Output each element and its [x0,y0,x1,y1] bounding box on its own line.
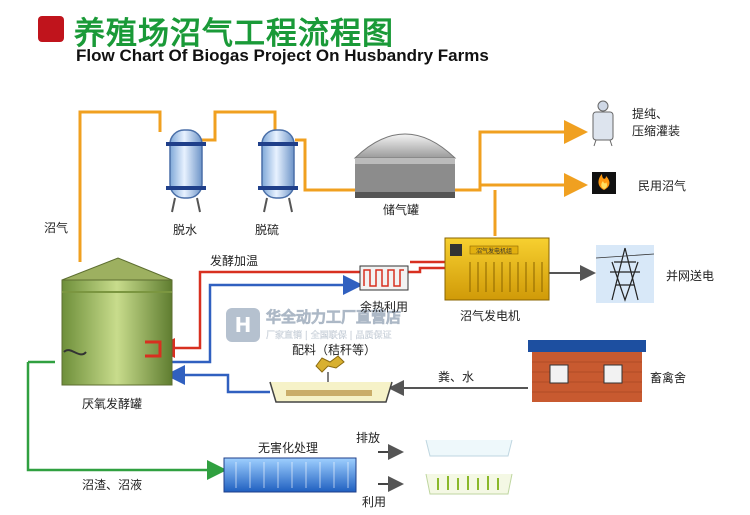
barn-building [528,340,646,402]
heat-exchanger [359,265,409,291]
flame-icon [592,172,616,194]
label-heating: 发酵加温 [210,253,258,268]
desulfur-column [258,129,298,213]
title-block: 养殖场沼气工程流程图 Flow Chart Of Biogas Project … [0,0,750,80]
power-tower-icon [595,245,655,303]
label-barn: 畜禽舍 [650,370,686,385]
watermark-brand: 华全动力工厂直营店 [266,308,401,326]
dewater-column [166,129,206,213]
page-title: 养殖场沼气工程流程图 [74,16,394,52]
label-discharge: 排放 [356,430,380,445]
label-desulfur: 脱硫 [255,222,279,237]
discharge-tray [425,439,513,457]
page-subtitle: Flow Chart Of Biogas Project On Husbandr… [76,46,489,65]
label-digester: 厌氧发酵罐 [82,396,142,411]
generator-set: 沼气发电机组 [444,237,550,301]
label-gas-holder: 储气罐 [383,202,419,217]
label-treatment: 无害化处理 [258,440,318,455]
label-ingredients: 配料（秸秆等） [292,343,376,357]
straw-feed-icon [315,355,345,382]
watermark-sub: 厂家直销 | 全国联保 | 品质保证 [266,329,392,341]
svg-text:H: H [235,313,252,337]
label-heat-recovery: 余热利用 [360,299,408,314]
label-purify: 提纯、 [632,106,668,121]
watermark: H 华全动力工厂直营店 厂家直销 | 全国联保 | 品质保证 [226,308,401,342]
residue-pipe [26,362,227,480]
label-reuse: 利用 [362,495,386,509]
biogas-pipe-to-purify [455,120,588,192]
biogas-pipe-desulfur-to-holder [295,138,355,192]
label-grid: 并网送电 [666,268,714,283]
purify-tank [592,100,614,147]
treatment-pool [223,457,357,493]
reuse-tray [425,473,513,495]
digester-tank [61,257,173,386]
label-residue: 沼渣、沼液 [82,477,142,492]
label-dewater: 脱水 [173,222,197,237]
generator-panel-label: 沼气发电机组 [476,247,512,255]
label-biogas: 沼气 [44,220,68,235]
heating-pipe-return [160,275,363,364]
label-civil-gas: 民用沼气 [638,178,686,193]
label-generator: 沼气发电机 [460,308,520,323]
label-manure-water: 粪、水 [438,370,474,384]
label-compress: 压缩灌装 [632,123,680,138]
title-marker [38,16,64,42]
gas-holder [353,133,457,198]
biogas-pipe-dewater-to-desulfur [200,110,277,142]
feed-pipe-mixer-to-digester [165,365,270,394]
mixing-trough [269,381,393,403]
heating-pipe-hot [155,266,445,358]
biogas-pipe-digester-to-dewater [78,110,162,262]
